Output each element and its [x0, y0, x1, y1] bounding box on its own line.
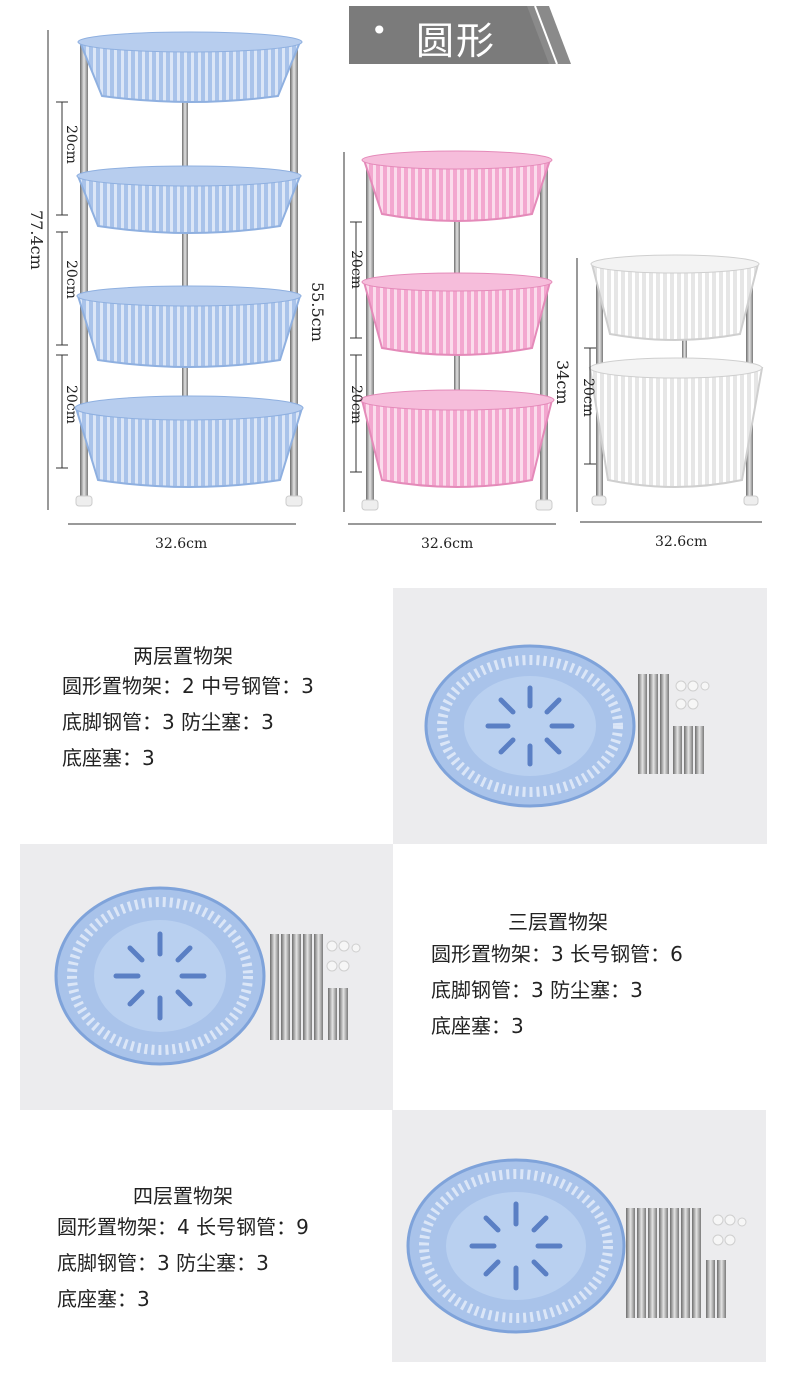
pink-three-tier-shelf [343, 150, 556, 525]
mid-gap2-label: 20cm [348, 385, 364, 424]
basket-top-view [424, 644, 636, 808]
spec-four-tier-line2: 底脚钢管：3 防尘塞：3 [57, 1251, 269, 1275]
parts-photo-two-tier [393, 588, 767, 844]
spec-two-tier-line1: 圆形置物架：2 中号钢管：3 [62, 674, 314, 698]
left-width-label: 32.6cm [155, 536, 208, 552]
spec-four-tier-title: 四层置物架 [133, 1184, 233, 1208]
header-bullet: • [371, 14, 388, 47]
left-gap3-label: 20cm [63, 385, 79, 424]
left-height-label: 77.4cm [27, 210, 46, 270]
white-two-tier-shelf [576, 254, 764, 523]
parts-photo-three-tier [20, 844, 393, 1110]
left-gap1-label: 20cm [63, 125, 79, 164]
parts-photo-four-tier [392, 1110, 766, 1362]
right-height-label: 34cm [553, 360, 572, 405]
header-tag [349, 6, 571, 64]
blue-four-tier-shelf [47, 30, 304, 525]
steel-tubes [638, 674, 704, 774]
spec-two-tier-title: 两层置物架 [133, 644, 233, 668]
mid-width-label: 32.6cm [421, 536, 474, 552]
header-title: 圆形 [416, 19, 497, 63]
spec-four-tier-line3: 底座塞：3 [57, 1287, 150, 1311]
spec-two-tier-line2: 底脚钢管：3 防尘塞：3 [62, 710, 274, 734]
spec-four-tier-line1: 圆形置物架：4 长号钢管：9 [57, 1215, 309, 1239]
right-width-label: 32.6cm [655, 534, 708, 550]
right-gap1-label: 20cm [580, 378, 596, 417]
spec-three-tier-title: 三层置物架 [508, 910, 608, 934]
shelf-illustrations [47, 30, 764, 525]
left-gap2-label: 20cm [63, 260, 79, 299]
spec-three-tier-line1: 圆形置物架：3 长号钢管：6 [431, 942, 683, 966]
spec-three-tier-line2: 底脚钢管：3 防尘塞：3 [431, 978, 643, 1002]
mid-height-label: 55.5cm [308, 282, 327, 342]
plastic-caps [675, 680, 710, 710]
spec-three-tier-line3: 底座塞：3 [431, 1014, 524, 1038]
mid-gap1-label: 20cm [348, 250, 364, 289]
spec-two-tier-line3: 底座塞：3 [62, 746, 155, 770]
